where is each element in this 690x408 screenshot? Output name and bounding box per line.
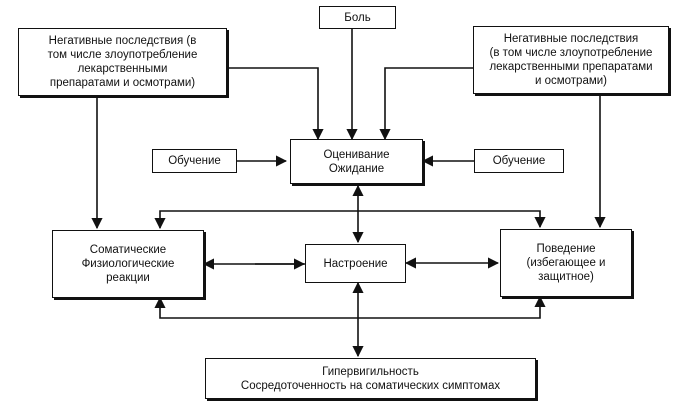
pain-box: Боль: [319, 6, 396, 29]
negative-consequences-right-box: Негативные последствия (в том числе злоу…: [473, 26, 669, 94]
somatic-box: Соматические Физиологические реакции: [52, 230, 204, 298]
negative-consequences-left-label: Негативные последствия (в том числе злоу…: [47, 35, 198, 89]
pain-label: Боль: [344, 11, 371, 24]
learning-right-label: Обучение: [492, 155, 546, 167]
somatic-label: Соматические Физиологические реакции: [81, 244, 175, 284]
learning-right-box: Обучение: [474, 149, 564, 173]
appraisal-box: Оценивание Ожидание: [290, 139, 423, 184]
negative-consequences-right-label: Негативные последствия (в том числе злоу…: [489, 33, 653, 87]
mood-label: Настроение: [323, 257, 388, 270]
behavior-label: Поведение (избегающее и защитное): [526, 243, 606, 283]
behavior-box: Поведение (избегающее и защитное): [500, 229, 632, 297]
arrow-bottom-loop: [154, 295, 546, 319]
mood-box: Настроение: [305, 244, 406, 283]
negative-consequences-left-box: Негативные последствия (в том числе злоу…: [18, 28, 227, 96]
arrow-top-loop: [154, 210, 546, 230]
learning-left-box: Обучение: [152, 149, 237, 173]
arrow-neg-right-appraisal: [379, 67, 473, 141]
hypervigilance-box: Гипервигильность Сосредоточенность на со…: [205, 358, 536, 399]
appraisal-label: Оценивание Ожидание: [323, 148, 390, 175]
hypervigilance-label: Гипервигильность Сосредоточенность на со…: [240, 365, 501, 392]
learning-left-label: Обучение: [168, 155, 221, 167]
arrow-neg-left-appraisal: [227, 67, 324, 141]
